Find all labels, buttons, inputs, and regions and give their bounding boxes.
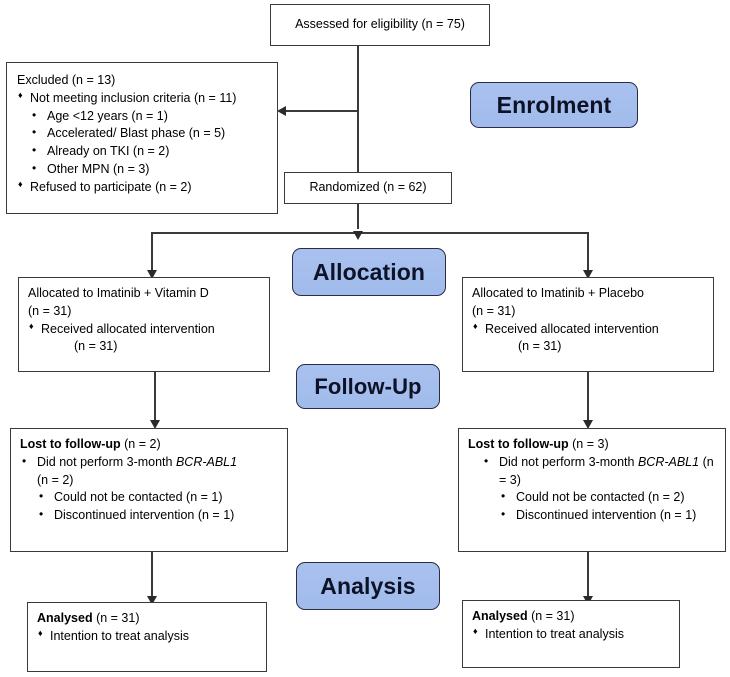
arrowhead-alloc-left — [146, 270, 157, 279]
analysed-left-list: Intention to treat analysis — [37, 627, 257, 646]
followup-right-sublist: Could not be contacted (n = 2) Discontin… — [499, 488, 716, 525]
alloc-left-line2: (n = 31) — [28, 303, 72, 318]
followup-left-heading-bold: Lost to follow-up — [20, 437, 121, 451]
arrowhead-allocation-center — [352, 231, 363, 240]
analysed-left-item-itt: Intention to treat analysis — [37, 627, 257, 646]
followup-right-heading: Lost to follow-up (n = 3) — [468, 436, 716, 454]
excluded-sub-age: Age <12 years (n = 1) — [30, 107, 267, 126]
alloc-right-line1: Allocated to Imatinib + Placebo — [472, 286, 644, 300]
connector-to-excluded — [286, 110, 358, 112]
alloc-right-item-received-label: Received allocated intervention — [485, 321, 659, 336]
stage-analysis-label: Analysis — [320, 572, 416, 599]
alloc-left-item-received: Received allocated intervention (n = 31) — [28, 320, 260, 357]
arrowhead-excluded — [277, 105, 286, 116]
excluded-sub-tki: Already on TKI (n = 2) — [30, 142, 267, 161]
alloc-left-item-received-n: (n = 31) — [74, 339, 118, 354]
analysed-right-heading: Analysed (n = 31) — [472, 608, 670, 626]
excluded-list: Not meeting inclusion criteria (n = 11) … — [17, 89, 267, 197]
assessed-text: Assessed for eligibility (n = 75) — [295, 17, 465, 32]
alloc-right-list: Received allocated intervention (n = 31) — [472, 320, 704, 357]
box-allocated-right: Allocated to Imatinib + Placebo (n = 31)… — [462, 277, 714, 372]
excluded-sub-mpn: Other MPN (n = 3) — [30, 160, 267, 179]
stage-enrolment-label: Enrolment — [496, 91, 612, 118]
box-lost-to-followup-right: Lost to follow-up (n = 3) Did not perfor… — [458, 428, 726, 552]
connector-followup-left-to-analysed — [151, 552, 153, 602]
alloc-left-list: Received allocated intervention (n = 31) — [28, 320, 260, 357]
box-analysed-right: Analysed (n = 31) Intention to treat ana… — [462, 600, 680, 668]
stage-badge-allocation: Allocation — [292, 248, 446, 296]
arrowhead-alloc-right — [582, 270, 593, 279]
followup-left-sublist: Could not be contacted (n = 1) Discontin… — [37, 488, 278, 525]
stage-badge-enrolment: Enrolment — [470, 82, 638, 128]
excluded-item-inclusion-label: Not meeting inclusion criteria (n = 11) — [30, 90, 237, 105]
analysed-left-heading-n: (n = 31) — [92, 611, 140, 625]
followup-right-heading-bold: Lost to follow-up — [468, 437, 569, 451]
alloc-left-item-received-label: Received allocated intervention — [41, 321, 215, 336]
stage-badge-followup: Follow-Up — [296, 364, 440, 409]
arrowhead-analysed-left — [146, 596, 157, 605]
followup-left-item-n: (n = 2) — [37, 472, 74, 487]
alloc-right-item-received: Received allocated intervention (n = 31) — [472, 320, 704, 357]
connector-split-to-alloc-right — [587, 232, 589, 276]
excluded-sub-phase: Accelerated/ Blast phase (n = 5) — [30, 124, 267, 143]
alloc-right-item-received-n: (n = 31) — [518, 339, 562, 354]
box-excluded: Excluded (n = 13) Not meeting inclusion … — [6, 62, 278, 214]
followup-left-item-text: Did not perform 3-month — [37, 454, 176, 469]
excluded-item-refused: Refused to participate (n = 2) — [17, 178, 267, 197]
analysed-left-heading: Analysed (n = 31) — [37, 610, 257, 628]
randomized-text: Randomized (n = 62) — [309, 180, 427, 195]
connector-split-to-alloc-left — [151, 232, 153, 276]
followup-left-sub-contact: Could not be contacted (n = 1) — [37, 488, 278, 507]
followup-right-item-text: Did not perform 3-month — [499, 454, 638, 469]
alloc-right-line2: (n = 31) — [472, 303, 516, 318]
followup-right-sub-contact: Could not be contacted (n = 2) — [499, 488, 716, 507]
connector-alloc-right-to-followup — [587, 372, 589, 426]
followup-right-item-no-bcr: Did not perform 3-month BCR-ABL1 (n = 3)… — [482, 453, 716, 525]
box-assessed-for-eligibility: Assessed for eligibility (n = 75) — [270, 4, 490, 46]
connector-allocation-split — [151, 232, 589, 234]
arrowhead-followup-right — [582, 420, 593, 429]
followup-left-heading: Lost to follow-up (n = 2) — [20, 436, 278, 454]
analysed-left-heading-bold: Analysed — [37, 611, 93, 625]
box-analysed-left: Analysed (n = 31) Intention to treat ana… — [27, 602, 267, 672]
excluded-heading: Excluded (n = 13) — [17, 73, 116, 87]
analysed-right-heading-n: (n = 31) — [527, 609, 575, 623]
box-lost-to-followup-left: Lost to follow-up (n = 2) Did not perfor… — [10, 428, 288, 552]
followup-right-gene: BCR-ABL1 — [637, 454, 700, 469]
followup-left-list: Did not perform 3-month BCR-ABL1 (n = 2)… — [20, 453, 278, 525]
connector-followup-right-to-analysed — [587, 552, 589, 602]
followup-left-gene: BCR-ABL1 — [175, 454, 238, 469]
followup-right-list: Did not perform 3-month BCR-ABL1 (n = 3)… — [482, 453, 716, 525]
box-randomized: Randomized (n = 62) — [284, 172, 452, 204]
followup-left-heading-n: (n = 2) — [120, 437, 161, 451]
excluded-sublist: Age <12 years (n = 1) Accelerated/ Blast… — [30, 107, 267, 179]
stage-badge-analysis: Analysis — [296, 562, 440, 610]
alloc-left-line1: Allocated to Imatinib + Vitamin D — [28, 286, 209, 300]
connector-alloc-left-to-followup — [154, 372, 156, 426]
followup-right-heading-n: (n = 3) — [568, 437, 609, 451]
analysed-right-list: Intention to treat analysis — [472, 625, 670, 644]
connector-randomized-down — [357, 203, 359, 229]
box-allocated-left: Allocated to Imatinib + Vitamin D (n = 3… — [18, 277, 270, 372]
stage-followup-label: Follow-Up — [314, 373, 422, 399]
followup-left-sub-discontinued: Discontinued intervention (n = 1) — [37, 506, 278, 525]
followup-right-sub-discontinued: Discontinued intervention (n = 1) — [499, 506, 716, 525]
stage-allocation-label: Allocation — [312, 258, 426, 285]
arrowhead-followup-left — [149, 420, 160, 429]
analysed-right-heading-bold: Analysed — [472, 609, 528, 623]
connector-assessed-to-randomized — [357, 46, 359, 174]
analysed-right-item-itt: Intention to treat analysis — [472, 625, 670, 644]
followup-left-item-no-bcr: Did not perform 3-month BCR-ABL1 (n = 2)… — [20, 453, 278, 525]
followup-right-item-n: (n = 3) — [499, 454, 714, 487]
excluded-item-inclusion: Not meeting inclusion criteria (n = 11) … — [17, 89, 267, 179]
